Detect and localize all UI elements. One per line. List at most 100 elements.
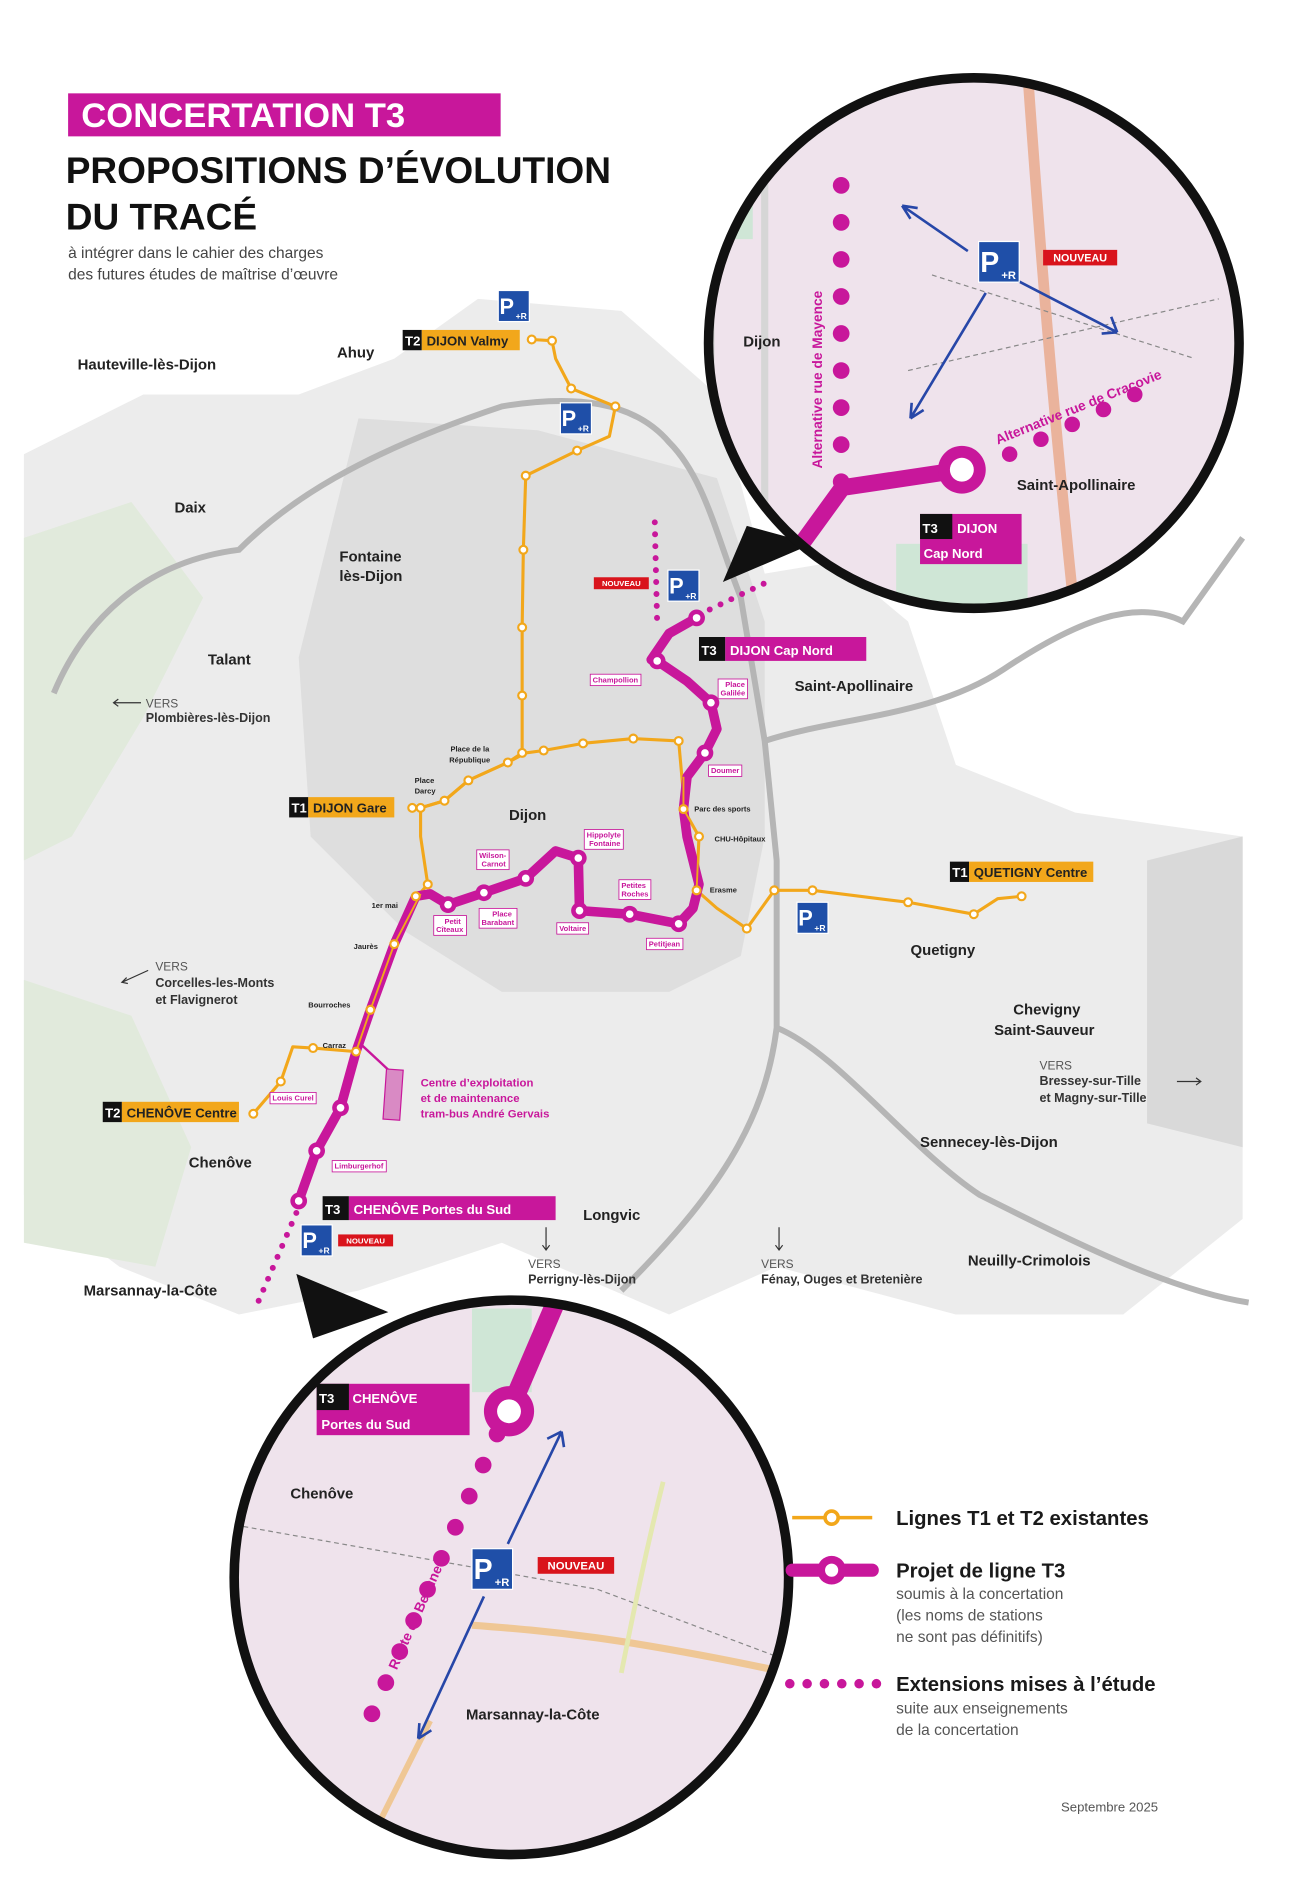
svg-text:et Flavignerot: et Flavignerot bbox=[155, 993, 238, 1007]
t1-t2-station-marker[interactable] bbox=[389, 939, 400, 950]
svg-text:CHENÔVE Portes du Sud: CHENÔVE Portes du Sud bbox=[354, 1202, 512, 1217]
t3-station-marker[interactable] bbox=[439, 896, 457, 914]
station-champollion[interactable]: Champollion bbox=[593, 675, 639, 684]
t1-t2-station-marker[interactable] bbox=[526, 334, 537, 345]
t1-t2-station-marker[interactable] bbox=[517, 747, 528, 758]
t1-t2-station-marker[interactable] bbox=[520, 470, 531, 481]
t3-station-marker[interactable] bbox=[621, 905, 639, 923]
svg-text:NOUVEAU: NOUVEAU bbox=[346, 1236, 385, 1245]
t3-station-marker[interactable] bbox=[569, 849, 587, 867]
t3-station-marker[interactable] bbox=[332, 1099, 349, 1117]
svg-text:P: P bbox=[669, 573, 684, 598]
station-limburgerhof[interactable]: Limburgerhof bbox=[335, 1162, 384, 1171]
t1-t2-station-marker[interactable] bbox=[308, 1043, 319, 1054]
t1-t2-station-marker[interactable] bbox=[572, 445, 583, 456]
t1-t2-station-marker[interactable] bbox=[502, 757, 513, 768]
inset-portes-du-sud-label[interactable]: T3 CHENÔVE Portes du Sud bbox=[316, 1383, 470, 1436]
t1-t2-station-marker[interactable] bbox=[1016, 891, 1027, 902]
stations bbox=[248, 334, 1027, 1210]
t1-t2-station-marker[interactable] bbox=[351, 1046, 362, 1057]
t1-t2-station-marker[interactable] bbox=[769, 885, 780, 896]
t3-station-marker[interactable] bbox=[696, 744, 714, 762]
place-saint-apollinaire: Saint-Apollinaire bbox=[795, 678, 914, 695]
svg-text:Corcelles-les-Monts: Corcelles-les-Monts bbox=[155, 976, 274, 990]
t3-station-marker[interactable] bbox=[290, 1192, 308, 1210]
t3-station-marker[interactable] bbox=[571, 902, 588, 919]
station-jaures[interactable]: Jaurès bbox=[354, 942, 378, 951]
station-parc-des-sports[interactable]: Parc des sports bbox=[694, 804, 750, 813]
t1-t2-station-marker[interactable] bbox=[538, 745, 549, 756]
t1-t2-station-marker[interactable] bbox=[463, 775, 474, 786]
t1-t2-station-marker[interactable] bbox=[628, 733, 639, 744]
terminus-t2-dijon-valmy[interactable]: T2 DIJON Valmy bbox=[402, 329, 520, 351]
t1-t2-station-marker[interactable] bbox=[968, 909, 979, 920]
place-talant: Talant bbox=[208, 651, 251, 668]
t1-t2-station-marker[interactable] bbox=[415, 802, 426, 813]
station-carraz[interactable]: Carraz bbox=[323, 1041, 347, 1050]
t1-t2-station-marker[interactable] bbox=[807, 885, 818, 896]
svg-text:DIJON: DIJON bbox=[957, 521, 997, 536]
t1-t2-station-marker[interactable] bbox=[517, 622, 528, 633]
t3-station-marker[interactable] bbox=[688, 609, 705, 627]
inset-pointer bbox=[296, 1273, 389, 1339]
svg-text:+R: +R bbox=[814, 923, 825, 933]
park-and-ride-icon[interactable]: P+R bbox=[471, 1548, 514, 1590]
t1-t2-station-marker[interactable] bbox=[517, 690, 528, 701]
station-chu-hopitaux[interactable]: CHU-Hôpitaux bbox=[715, 834, 767, 843]
terminus-t1-dijon-gare[interactable]: T1 DIJON Gare bbox=[289, 797, 395, 818]
svg-text:T3: T3 bbox=[922, 521, 937, 536]
park-and-ride-icon[interactable]: P+R bbox=[559, 402, 593, 435]
park-and-ride-icon[interactable]: P+R bbox=[300, 1224, 333, 1257]
t1-t2-station-marker[interactable] bbox=[566, 383, 577, 394]
station-voltaire[interactable]: Voltaire bbox=[559, 924, 586, 933]
t1-t2-station-marker[interactable] bbox=[439, 795, 450, 806]
t1-t2-station-marker[interactable] bbox=[678, 804, 689, 815]
t1-t2-station-marker[interactable] bbox=[691, 885, 702, 896]
t1-t2-station-marker[interactable] bbox=[673, 735, 684, 746]
t3-station-marker[interactable] bbox=[702, 694, 720, 712]
t3-station-marker[interactable] bbox=[648, 652, 666, 670]
t1-t2-station-marker[interactable] bbox=[547, 335, 558, 346]
park-and-ride-icon[interactable]: P+R bbox=[977, 240, 1020, 283]
station-louis-curel[interactable]: Louis Curel bbox=[272, 1094, 313, 1103]
header: CONCERTATION T3 PROPOSITIONS D’ÉVOLUTION… bbox=[66, 93, 611, 284]
station-doumer[interactable]: Doumer bbox=[711, 766, 739, 775]
station-bourroches[interactable]: Bourroches bbox=[308, 1000, 350, 1009]
t3-station-marker[interactable] bbox=[308, 1142, 325, 1160]
t3-station-marker[interactable] bbox=[670, 915, 688, 933]
terminus-t2-chenove-centre[interactable]: T2 CHENÔVE Centre bbox=[102, 1101, 239, 1123]
inset-cap-nord-label[interactable]: T3 DIJON Cap Nord bbox=[920, 513, 1022, 565]
t1-t2-station-marker[interactable] bbox=[407, 802, 418, 813]
t1-t2-station-marker[interactable] bbox=[693, 831, 705, 842]
t3-station-marker[interactable] bbox=[517, 870, 535, 887]
park-and-ride-icon[interactable]: P+R bbox=[796, 901, 829, 934]
t1-t2-station-marker[interactable] bbox=[578, 738, 589, 749]
station-1er-mai[interactable]: 1er mai bbox=[372, 901, 398, 910]
terminus-t3-dijon-cap-nord[interactable]: T3 DIJON Cap Nord bbox=[698, 637, 867, 661]
t1-t2-station-marker[interactable] bbox=[903, 897, 914, 908]
t1-t2-station-marker[interactable] bbox=[365, 1004, 376, 1015]
terminus-t1-quetigny-centre[interactable]: T1 QUETIGNY Centre bbox=[949, 861, 1094, 882]
t1-t2-station-marker[interactable] bbox=[518, 544, 529, 555]
park-and-ride-icon[interactable]: P+R bbox=[497, 289, 530, 323]
station-erasme[interactable]: Erasme bbox=[710, 886, 737, 895]
t3-station-marker[interactable] bbox=[475, 884, 493, 902]
t1-t2-station-marker[interactable] bbox=[741, 923, 752, 934]
terminus-t3-chenove-portes-du-sud[interactable]: T3 CHENÔVE Portes du Sud bbox=[322, 1196, 556, 1221]
station-petitjean[interactable]: Petitjean bbox=[649, 939, 681, 948]
station-wilson-carnot[interactable]: Wilson-Carnot bbox=[479, 851, 507, 868]
park-and-ride-icon[interactable]: P+R bbox=[667, 569, 700, 602]
t1-t2-station-marker[interactable] bbox=[422, 879, 433, 890]
t1-t2-station-marker[interactable] bbox=[248, 1108, 259, 1119]
t1-t2-station-marker[interactable] bbox=[610, 401, 621, 412]
t1-t2-station-marker[interactable] bbox=[410, 891, 421, 902]
t1-t2-station-marker[interactable] bbox=[275, 1076, 286, 1087]
